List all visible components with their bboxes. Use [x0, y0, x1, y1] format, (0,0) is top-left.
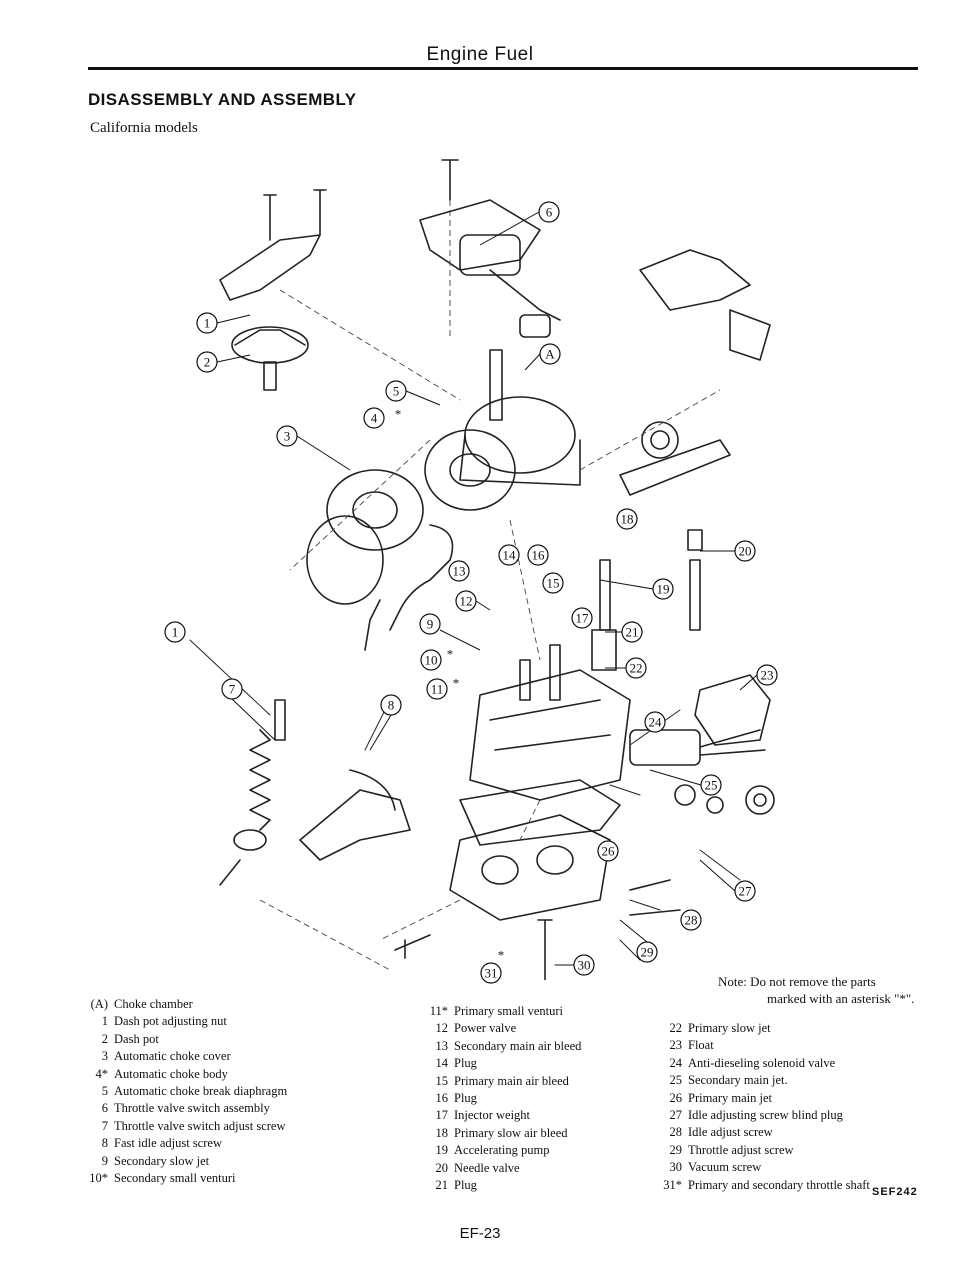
legend-item: 11*Primary small venturi [429, 1004, 564, 1018]
legend-item: 31*Primary and secondary throttle shaft [663, 1177, 870, 1192]
header-rule [88, 67, 918, 70]
svg-text:1: 1 [172, 625, 179, 640]
section-title: DISASSEMBLY AND ASSEMBLY [88, 90, 357, 109]
callout-marker-1: 1 [164, 621, 186, 643]
figure-code: SEF242 [872, 1186, 918, 1198]
asterisk-note: Note: Do not remove the parts marked wit… [718, 973, 928, 1007]
legend-item: (A)Choke chamber [90, 997, 193, 1011]
section-subtitle: California models [90, 120, 198, 136]
legend-item: 4*Automatic choke body [95, 1066, 228, 1081]
note-line-1: Note: Do not remove the parts [718, 974, 876, 989]
exploded-carburetor-diagram: 1 [164, 159, 775, 980]
note-line-2: marked with an asterisk "*". [767, 991, 915, 1006]
legend-item: 10*Secondary small venturi [89, 1171, 236, 1186]
page-number: EF-23 [459, 1225, 501, 1242]
page-header-title: Engine Fuel [426, 44, 534, 65]
